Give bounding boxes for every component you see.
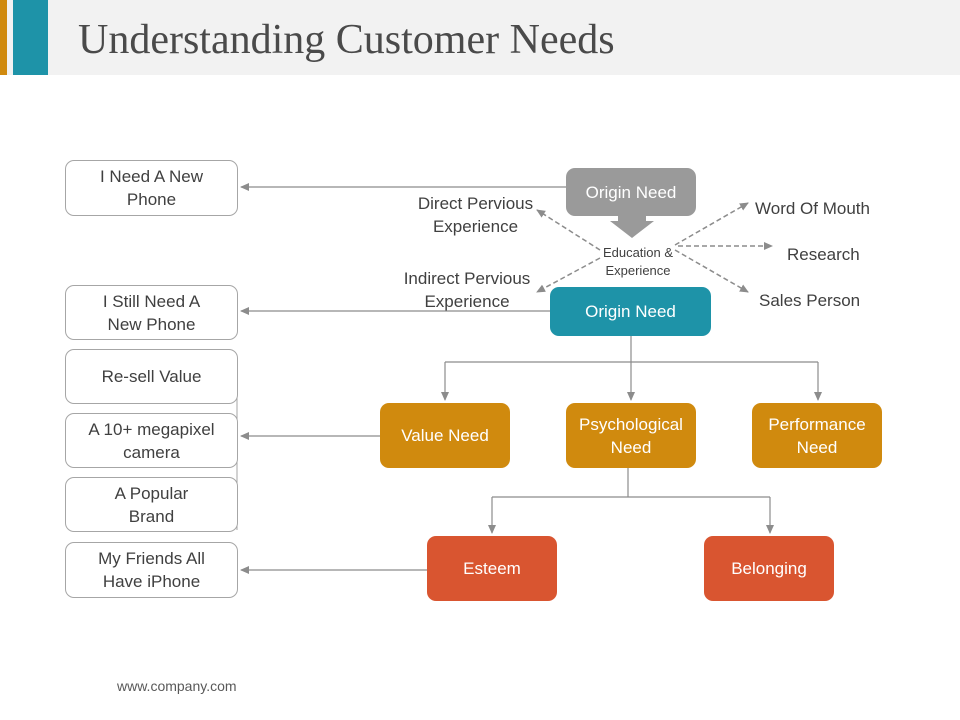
megapixel-camera-box: A 10+ megapixel camera xyxy=(65,413,238,468)
need-new-phone-box: I Need A New Phone xyxy=(65,160,238,216)
belonging-box: Belonging xyxy=(704,536,834,601)
education-experience-label: Education & Experience xyxy=(602,245,674,278)
footer-url: www.company.com xyxy=(117,678,237,694)
word-of-mouth-label: Word Of Mouth xyxy=(755,199,870,218)
direct-experience-label: Direct Pervious Experience xyxy=(417,194,534,236)
still-need-phone-box: I Still Need A New Phone xyxy=(65,285,238,340)
friends-iphone-box: My Friends All Have iPhone xyxy=(65,542,238,598)
origin-need-top-box: Origin Need xyxy=(566,168,696,216)
header-accent-teal xyxy=(13,0,48,75)
page-title: Understanding Customer Needs xyxy=(78,17,615,63)
indirect-experience-label: Indirect Pervious Experience xyxy=(403,269,531,311)
research-label: Research xyxy=(787,245,860,264)
header-accent-orange xyxy=(0,0,7,75)
psychological-need-box: Psychological Need xyxy=(566,403,696,468)
value-need-box: Value Need xyxy=(380,403,510,468)
popular-brand-box: A Popular Brand xyxy=(65,477,238,532)
sales-person-label: Sales Person xyxy=(759,291,861,310)
origin-need-main-box: Origin Need xyxy=(550,287,711,336)
performance-need-box: Performance Need xyxy=(752,403,882,468)
resell-value-box: Re-sell Value xyxy=(65,349,238,404)
esteem-box: Esteem xyxy=(427,536,557,601)
header-band xyxy=(0,0,960,75)
